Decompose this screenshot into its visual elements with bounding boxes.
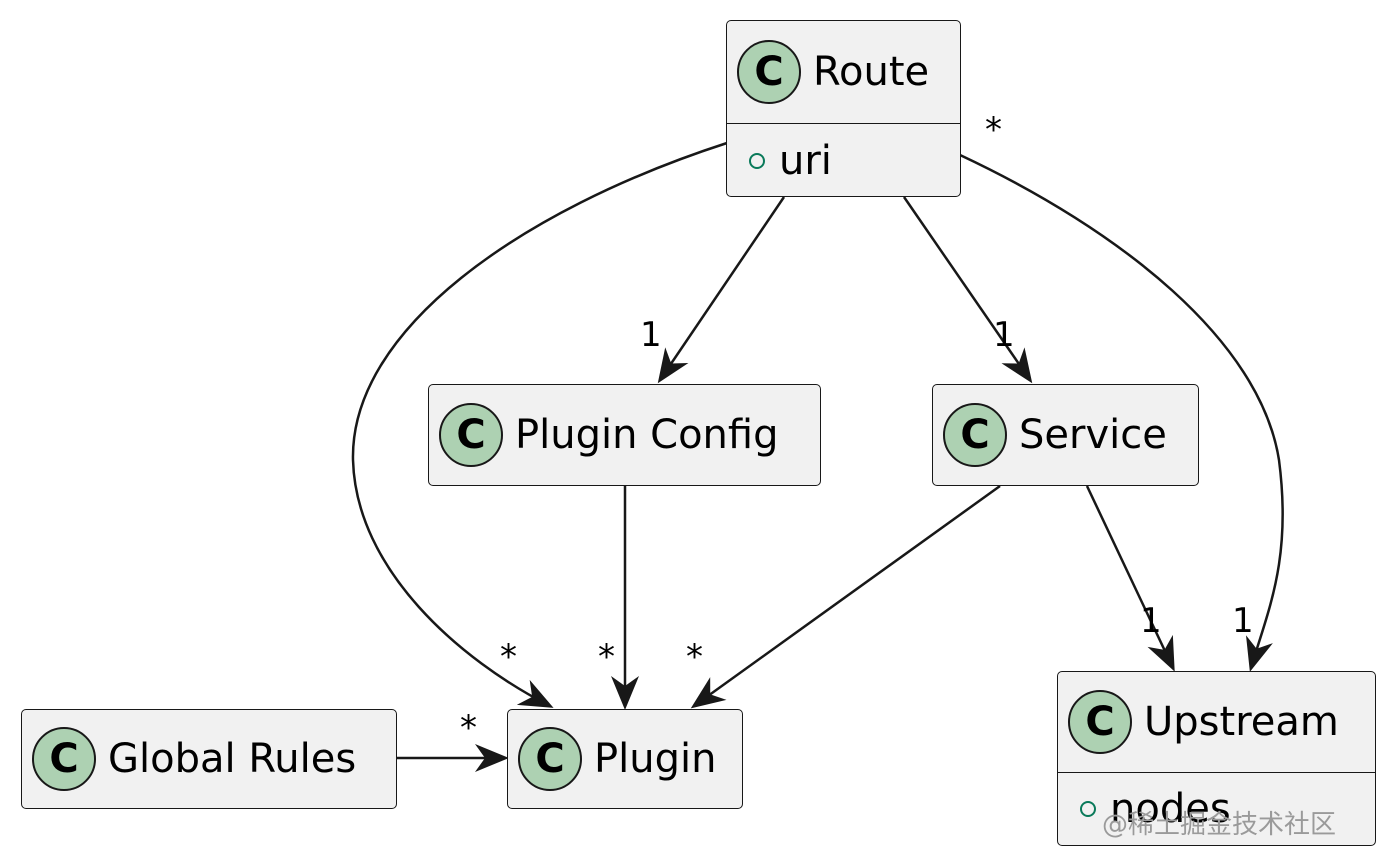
class-global-rules[interactable]: C Global Rules xyxy=(21,709,397,809)
arrow-route-to-plugin xyxy=(351,141,728,708)
multiplicity-plugin-config: 1 xyxy=(640,315,662,355)
multiplicity-global-rules-plugin: * xyxy=(460,708,477,748)
arrow-service-to-upstream xyxy=(1085,485,1175,672)
class-name: Plugin Config xyxy=(515,412,779,458)
multiplicity-plugin-config-plugin: * xyxy=(598,637,615,677)
multiplicity-service-plugin: * xyxy=(686,637,703,677)
attribute-row: uri xyxy=(727,124,960,197)
class-icon: C xyxy=(737,40,801,104)
class-upstream[interactable]: C Upstream nodes xyxy=(1057,671,1376,846)
class-name: Service xyxy=(1019,412,1167,458)
class-icon: C xyxy=(439,403,503,467)
multiplicity-route-upstream-source: * xyxy=(985,110,1002,150)
attribute-name: uri xyxy=(779,137,832,184)
class-plugin-config[interactable]: C Plugin Config xyxy=(428,384,821,486)
arrow-service-to-plugin xyxy=(690,484,1001,709)
attribute-name: nodes xyxy=(1110,786,1231,832)
class-name: Global Rules xyxy=(108,736,357,782)
class-icon: C xyxy=(518,727,582,791)
class-icon: C xyxy=(1068,690,1132,754)
class-icon: C xyxy=(943,403,1007,467)
arrow-route-to-upstream xyxy=(959,153,1284,672)
public-visibility-icon xyxy=(1080,801,1096,817)
watermark: @稀土掘金技术社区 xyxy=(1102,810,1337,840)
public-visibility-icon xyxy=(749,152,765,169)
arrow-route-to-service xyxy=(902,196,1033,384)
class-plugin[interactable]: C Plugin xyxy=(507,709,743,809)
attribute-row: nodes xyxy=(1058,773,1375,845)
multiplicity-service: 1 xyxy=(993,315,1015,355)
class-name: Route xyxy=(813,49,930,95)
class-icon: C xyxy=(32,727,96,791)
class-name: Plugin xyxy=(594,736,717,782)
class-service[interactable]: C Service xyxy=(932,384,1199,486)
class-name: Upstream xyxy=(1144,699,1339,745)
arrow-route-to-plugin-config xyxy=(657,196,786,384)
multiplicity-service-upstream: 1 xyxy=(1140,601,1162,641)
class-route[interactable]: C Route uri xyxy=(726,20,961,197)
multiplicity-route-plugin: * xyxy=(500,637,517,677)
multiplicity-route-upstream: 1 xyxy=(1232,601,1254,641)
